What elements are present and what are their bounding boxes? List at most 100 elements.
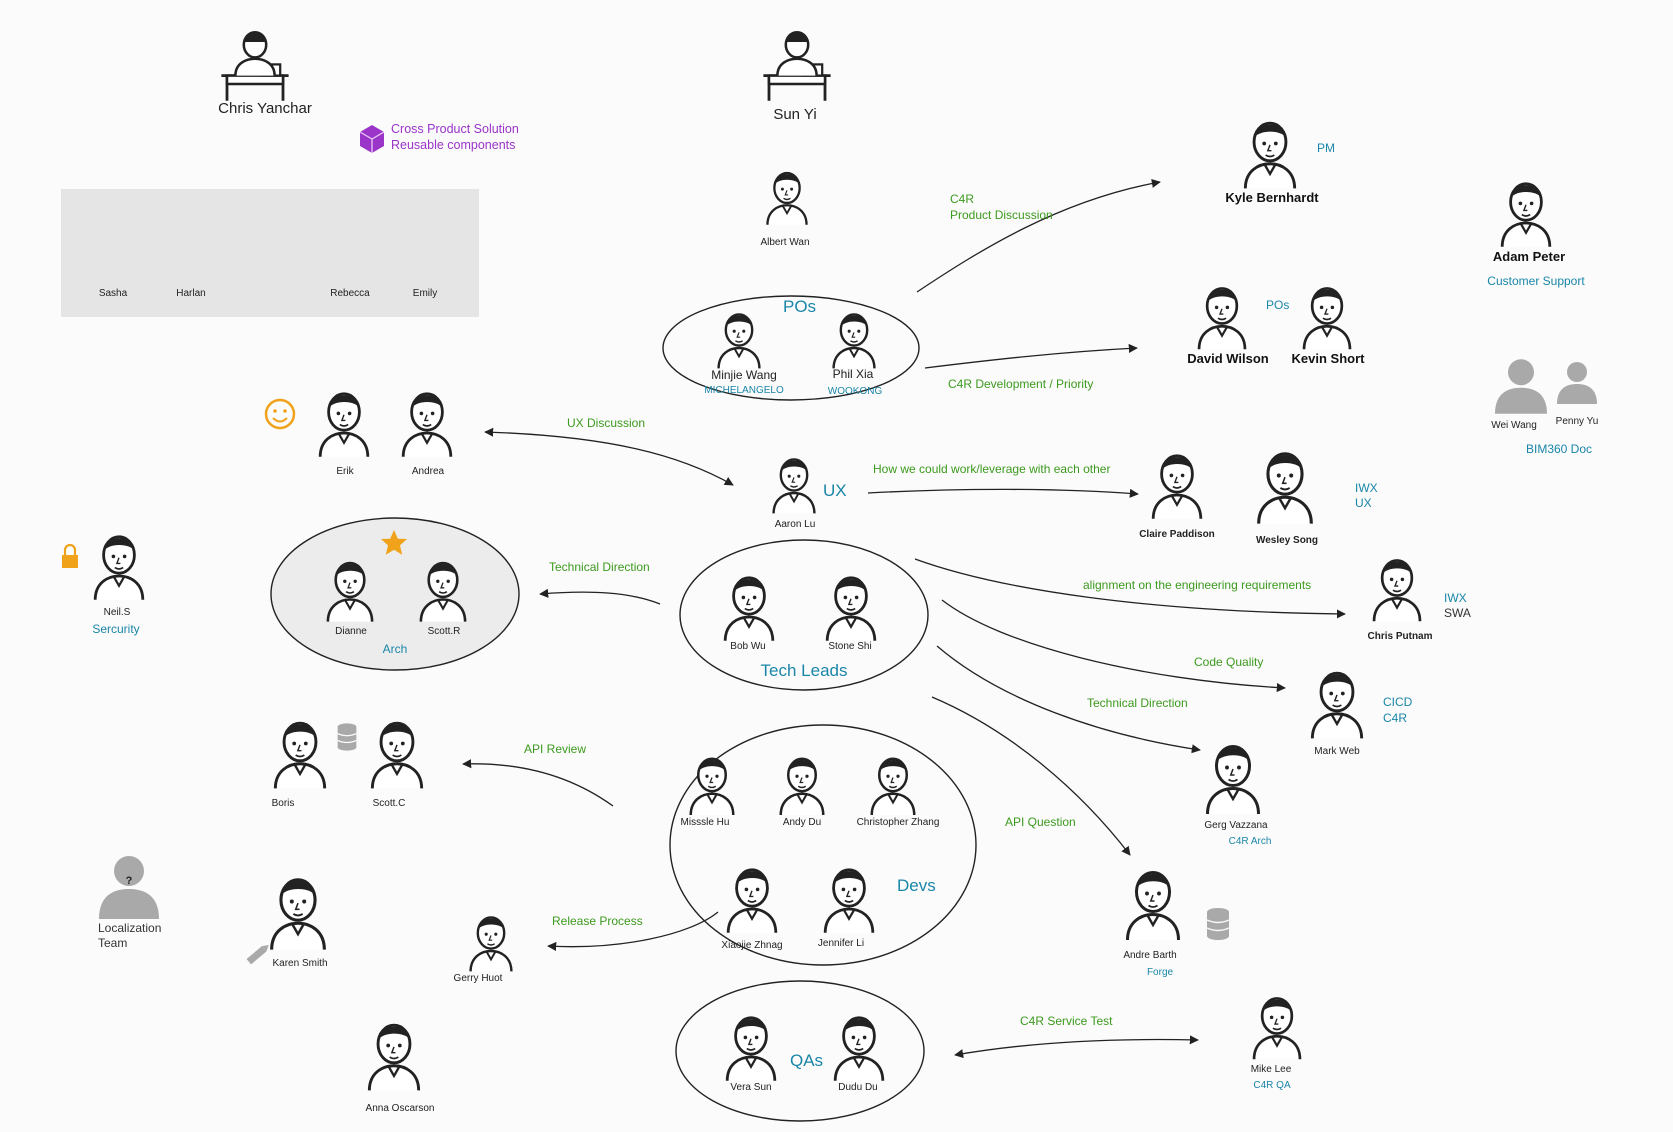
devs-label: Devs: [897, 876, 936, 895]
edge-label-api-question: API Question: [1005, 815, 1076, 829]
c4r-qa-label: C4R QA: [1253, 1080, 1291, 1091]
wesley-song-name: Wesley Song: [1255, 535, 1319, 546]
arrow-api-question: [931, 696, 1131, 856]
jennifer-li-avatar: [823, 868, 875, 935]
david-wilson-name: David Wilson: [1187, 351, 1269, 366]
karen-smith-name: Karen Smith: [272, 958, 328, 969]
harlan-name: Harlan: [176, 288, 206, 299]
andy-du-avatar: [779, 757, 825, 817]
pm-label: PM: [1317, 141, 1335, 155]
anna-oscarson-name: Anna Oscarson: [365, 1103, 435, 1114]
localization-line1: Localization: [98, 921, 162, 935]
kevin-short-name: Kevin Short: [1291, 351, 1365, 366]
tech-leads-label: Tech Leads: [760, 661, 848, 680]
cross-product-label: Cross Product Solution: [391, 122, 519, 136]
andre-barth-name: Andre Barth: [1123, 950, 1177, 961]
database-icon: [1206, 907, 1230, 941]
adam-peter-avatar: [1500, 182, 1552, 249]
wesley-song-avatar: [1257, 452, 1313, 526]
karen-smith-avatar: [270, 878, 326, 952]
boris-avatar: [273, 721, 327, 790]
edge-label-service-test: C4R Service Test: [1020, 1014, 1113, 1028]
xiaojie-zhnag-avatar: [726, 868, 778, 935]
dianne-name: Dianne: [335, 626, 367, 637]
phil-xia-name: Phil Xia: [832, 367, 874, 381]
edge-label-code-quality: Code Quality: [1194, 655, 1264, 669]
mark-web-avatar: [1310, 671, 1364, 740]
smiley-icon: [264, 398, 296, 430]
qas-label: QAs: [790, 1051, 824, 1070]
andrea-name: Andrea: [411, 466, 445, 477]
kyle-bernhardt-name: Kyle Bernhardt: [1225, 190, 1319, 205]
chris-yanchar-name: Chris Yanchar: [218, 100, 312, 117]
edge-label-alignment: alignment on the engineering requirement…: [1083, 578, 1312, 592]
sun-yi-avatar: [762, 30, 832, 103]
arch-group-ellipse: [270, 517, 520, 671]
kevin-short-avatar: [1302, 287, 1352, 351]
arch-label: Arch: [382, 642, 408, 656]
question-mark-icon: ?: [126, 875, 133, 887]
andy-du-name: Andy Du: [782, 817, 822, 828]
edge-label-release-process: Release Process: [552, 914, 643, 928]
david-wilson-avatar: [1197, 287, 1247, 351]
arrow-product-discussion: [916, 178, 1161, 293]
bob-wu-name: Bob Wu: [730, 641, 766, 652]
vera-sun-name: Vera Sun: [730, 1082, 772, 1093]
lock-icon: [62, 543, 78, 568]
database-icon: [337, 722, 357, 752]
neil-s-avatar: [93, 535, 145, 602]
devs-ellipse: [669, 724, 977, 966]
aaron-lu-avatar: [772, 458, 816, 515]
arrow-release-process: [547, 911, 719, 951]
sasha-name: Sasha: [98, 288, 128, 299]
edge-label-product-discussion: Product Discussion: [950, 208, 1053, 222]
phil-xia-avatar: [832, 313, 876, 370]
arrow-ux-discussion: [484, 427, 734, 486]
reusable-components-label: Reusable components: [391, 138, 516, 152]
pos-group-ellipse: [662, 295, 920, 401]
qas-ellipse: [675, 980, 925, 1122]
customer-support-label: Customer Support: [1487, 274, 1585, 288]
aaron-lu-name: Aaron Lu: [774, 519, 816, 530]
arrow-api-review: [462, 759, 614, 807]
edge-label-c4r: C4R: [950, 192, 975, 206]
albert-wan-avatar: [766, 171, 808, 226]
andre-barth-avatar: [1126, 871, 1180, 942]
arrow-code-quality: [941, 599, 1286, 693]
erik-avatar: [318, 392, 370, 459]
pos-right-label: POs: [1266, 298, 1290, 312]
scott-c-avatar: [370, 721, 424, 790]
claire-paddison-name: Claire Paddison: [1139, 529, 1215, 540]
pos-group-label: POs: [783, 297, 817, 316]
jennifer-li-name: Jennifer Li: [817, 938, 865, 949]
gerg-vazzana-avatar: [1206, 745, 1260, 816]
chris-putnam-avatar: [1372, 559, 1422, 623]
bim360-doc-label: BIM360 Doc: [1525, 442, 1593, 456]
adam-peter-name: Adam Peter: [1492, 249, 1566, 264]
arrow-c4r-development: [924, 343, 1138, 369]
arrow-tech-direction-arch: [539, 588, 661, 605]
minjie-wang-name: Minjie Wang: [711, 368, 777, 382]
missle-hu-avatar: [689, 757, 735, 817]
stone-shi-name: Stone Shi: [828, 641, 872, 652]
christopher-zhang-name: Christopher Zhang: [856, 817, 940, 828]
anna-oscarson-avatar: [367, 1023, 421, 1092]
iwx-swa-label: IWX: [1444, 591, 1467, 605]
neil-s-name: Neil.S: [103, 607, 131, 618]
emily-name: Emily: [412, 288, 438, 299]
edge-label-ux-discussion: UX Discussion: [567, 416, 646, 430]
erik-name: Erik: [336, 466, 354, 477]
minjie-wang-avatar: [717, 313, 761, 370]
christopher-zhang-avatar: [870, 757, 916, 817]
boris-name: Boris: [271, 798, 295, 809]
cube-icon: [359, 125, 385, 153]
wei-wang-avatar: [1495, 359, 1547, 414]
wei-wang-name: Wei Wang: [1491, 420, 1537, 431]
arrow-service-test: [954, 1035, 1199, 1059]
kyle-bernhardt-avatar: [1243, 121, 1297, 190]
edge-label-api-review: API Review: [524, 742, 587, 756]
gerry-huot-name: Gerry Huot: [453, 973, 503, 984]
swa-label: SWA: [1444, 606, 1471, 620]
minjie-team-label: MICHELANGELO: [704, 385, 784, 396]
